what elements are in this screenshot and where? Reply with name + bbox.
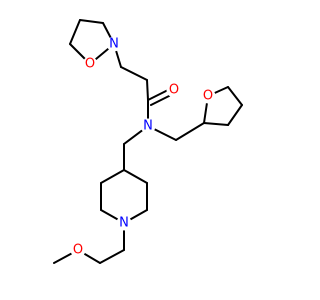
- bond: [203, 122, 229, 126]
- atom-o-tetrahydrofuran: O: [200, 88, 216, 104]
- structure-canvas: N O O N O N O: [53, 19, 243, 264]
- atom-layer: N O O N O N O: [70, 36, 216, 258]
- atom-label: O: [85, 57, 95, 72]
- bond: [175, 122, 205, 141]
- atom-label: O: [73, 243, 83, 258]
- bond-layer: [53, 19, 243, 264]
- atom-o-isoxazolidine: O: [82, 56, 98, 72]
- atom-n-isoxazolidine: N: [106, 36, 122, 52]
- atom-label: N: [119, 216, 129, 231]
- molecule-structure: N O O N O N O: [53, 19, 243, 264]
- bond: [99, 249, 125, 264]
- atom-n-piperidine: N: [116, 215, 132, 231]
- atom-label: N: [109, 37, 119, 52]
- atom-label: O: [203, 89, 213, 104]
- bond: [100, 169, 125, 184]
- bond: [146, 79, 149, 101]
- bond: [123, 169, 148, 184]
- bond: [227, 104, 243, 126]
- bond: [69, 19, 81, 45]
- atom-o-methoxy: O: [70, 242, 86, 258]
- atom-n-amide: N: [140, 118, 156, 134]
- atom-o-carbonyl: O: [166, 82, 182, 98]
- bond: [147, 88, 171, 101]
- bond: [79, 19, 104, 24]
- atom-label: O: [169, 83, 179, 98]
- bond: [120, 66, 148, 81]
- atom-label: N: [143, 119, 153, 134]
- bond: [227, 86, 243, 106]
